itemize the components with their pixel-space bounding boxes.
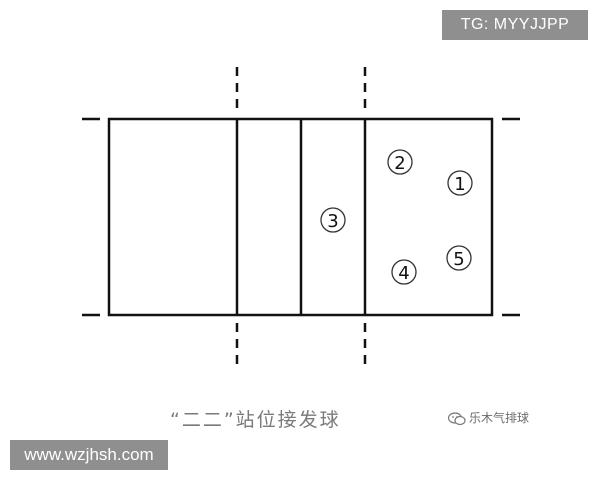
- watermark-tag: TG: MYYJJPP: [442, 10, 588, 40]
- brand-mark: 乐木气排球: [447, 408, 530, 428]
- player-number: 5: [453, 249, 464, 270]
- wechat-icon: [447, 411, 466, 426]
- player-number: 1: [454, 174, 465, 195]
- player-number: 2: [394, 153, 405, 174]
- website-watermark: www.wzjhsh.com: [10, 440, 168, 470]
- player-marker-5: 5: [446, 245, 472, 271]
- player-number: 3: [327, 211, 338, 232]
- player-marker-3: 3: [320, 207, 346, 233]
- player-number: 4: [398, 263, 409, 284]
- diagram-caption: “二二”站位接发球: [170, 409, 341, 431]
- player-marker-2: 2: [387, 149, 413, 175]
- player-marker-1: 1: [447, 170, 473, 196]
- player-marker-4: 4: [391, 259, 417, 285]
- brand-text: 乐木气排球: [469, 411, 530, 425]
